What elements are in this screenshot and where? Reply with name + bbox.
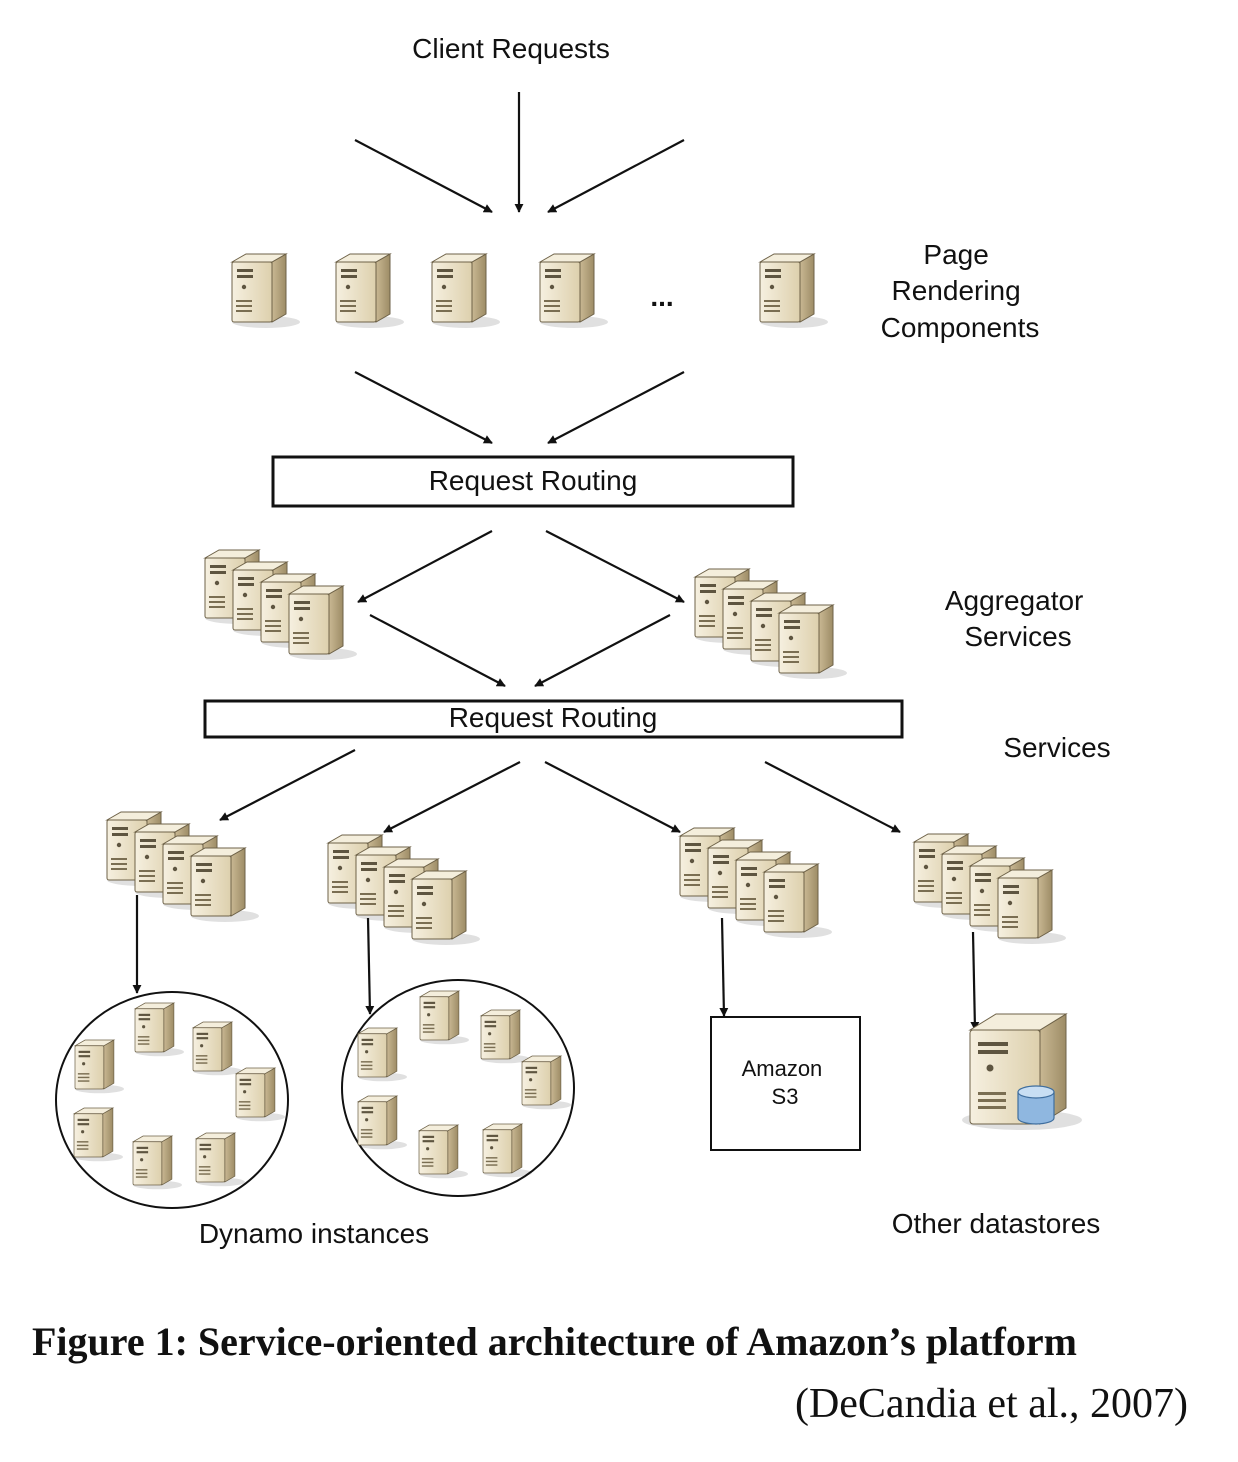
server-icon: [235, 1067, 286, 1122]
database-server-icon: [962, 1013, 1082, 1130]
ellipsis-label: ...: [650, 281, 673, 312]
server-icon: [192, 1021, 243, 1076]
page-rendering-servers: [231, 253, 829, 329]
server-icon: [335, 253, 405, 329]
dynamo-ring-1: [55, 991, 289, 1209]
server-icon: [73, 1107, 124, 1162]
server-icon: [480, 1009, 531, 1064]
server-icon: [357, 1027, 408, 1082]
services-label: Services: [1003, 732, 1110, 763]
rendering-to-routing-arrows: [354, 371, 685, 444]
client-requests-label: Client Requests: [412, 33, 610, 64]
request-routing-box-2: [203, 699, 904, 739]
request-routing-label-1: Request Routing: [429, 465, 638, 496]
server-icon: [195, 1132, 246, 1187]
amazon-s3-line-1: Amazon: [742, 1056, 823, 1081]
server-icon: [132, 1135, 183, 1190]
aggregator-line-2: Services: [964, 621, 1071, 652]
service-cluster-4: [914, 834, 1066, 944]
dynamo-instances-label: Dynamo instances: [199, 1218, 429, 1249]
client-request-arrows: [354, 92, 685, 213]
amazon-s3-label: Amazon S3: [742, 1056, 829, 1109]
aggregator-cluster-right: [695, 569, 847, 679]
service-cluster-3: [680, 828, 832, 938]
server-icon: [231, 253, 301, 329]
page-rendering-line-2: Rendering: [892, 275, 1021, 306]
server-icon: [539, 253, 609, 329]
page-rendering-line-1: Page: [923, 239, 988, 270]
aggregator-services-label: Aggregator Services: [945, 585, 1091, 652]
routing2-to-services-arrows: [219, 749, 901, 833]
amazon-s3-box: [710, 1016, 861, 1151]
aggregator-line-1: Aggregator: [945, 585, 1084, 616]
other-datastores-label: Other datastores: [892, 1208, 1101, 1239]
aggregator-cluster-left: [205, 550, 357, 660]
routing1-to-aggregator-arrows: [357, 530, 685, 603]
service-to-store-arrows: [132, 895, 980, 1031]
server-icon: [418, 1124, 469, 1179]
server-icon: [521, 1055, 572, 1110]
server-icon: [482, 1123, 533, 1178]
dynamo-ring-2: [341, 979, 575, 1197]
server-icon: [357, 1095, 408, 1150]
server-icon: [759, 253, 829, 329]
page-rendering-line-3: Components: [881, 312, 1040, 343]
server-icon: [419, 990, 470, 1045]
server-icon: [134, 1002, 185, 1057]
figure-citation: (DeCandia et al., 2007): [794, 1381, 1188, 1427]
service-cluster-2: [328, 835, 480, 945]
request-routing-box-1: [271, 455, 795, 508]
server-icon: [74, 1039, 125, 1094]
page-rendering-label: Page Rendering Components: [881, 239, 1040, 343]
aggregator-to-routing2-arrows: [369, 614, 671, 687]
figure-caption: Figure 1: Service-oriented architecture …: [32, 1319, 1077, 1364]
service-cluster-1: [107, 812, 259, 922]
server-icon: [431, 253, 501, 329]
amazon-s3-line-2: S3: [772, 1084, 799, 1109]
request-routing-label-2: Request Routing: [449, 702, 658, 733]
